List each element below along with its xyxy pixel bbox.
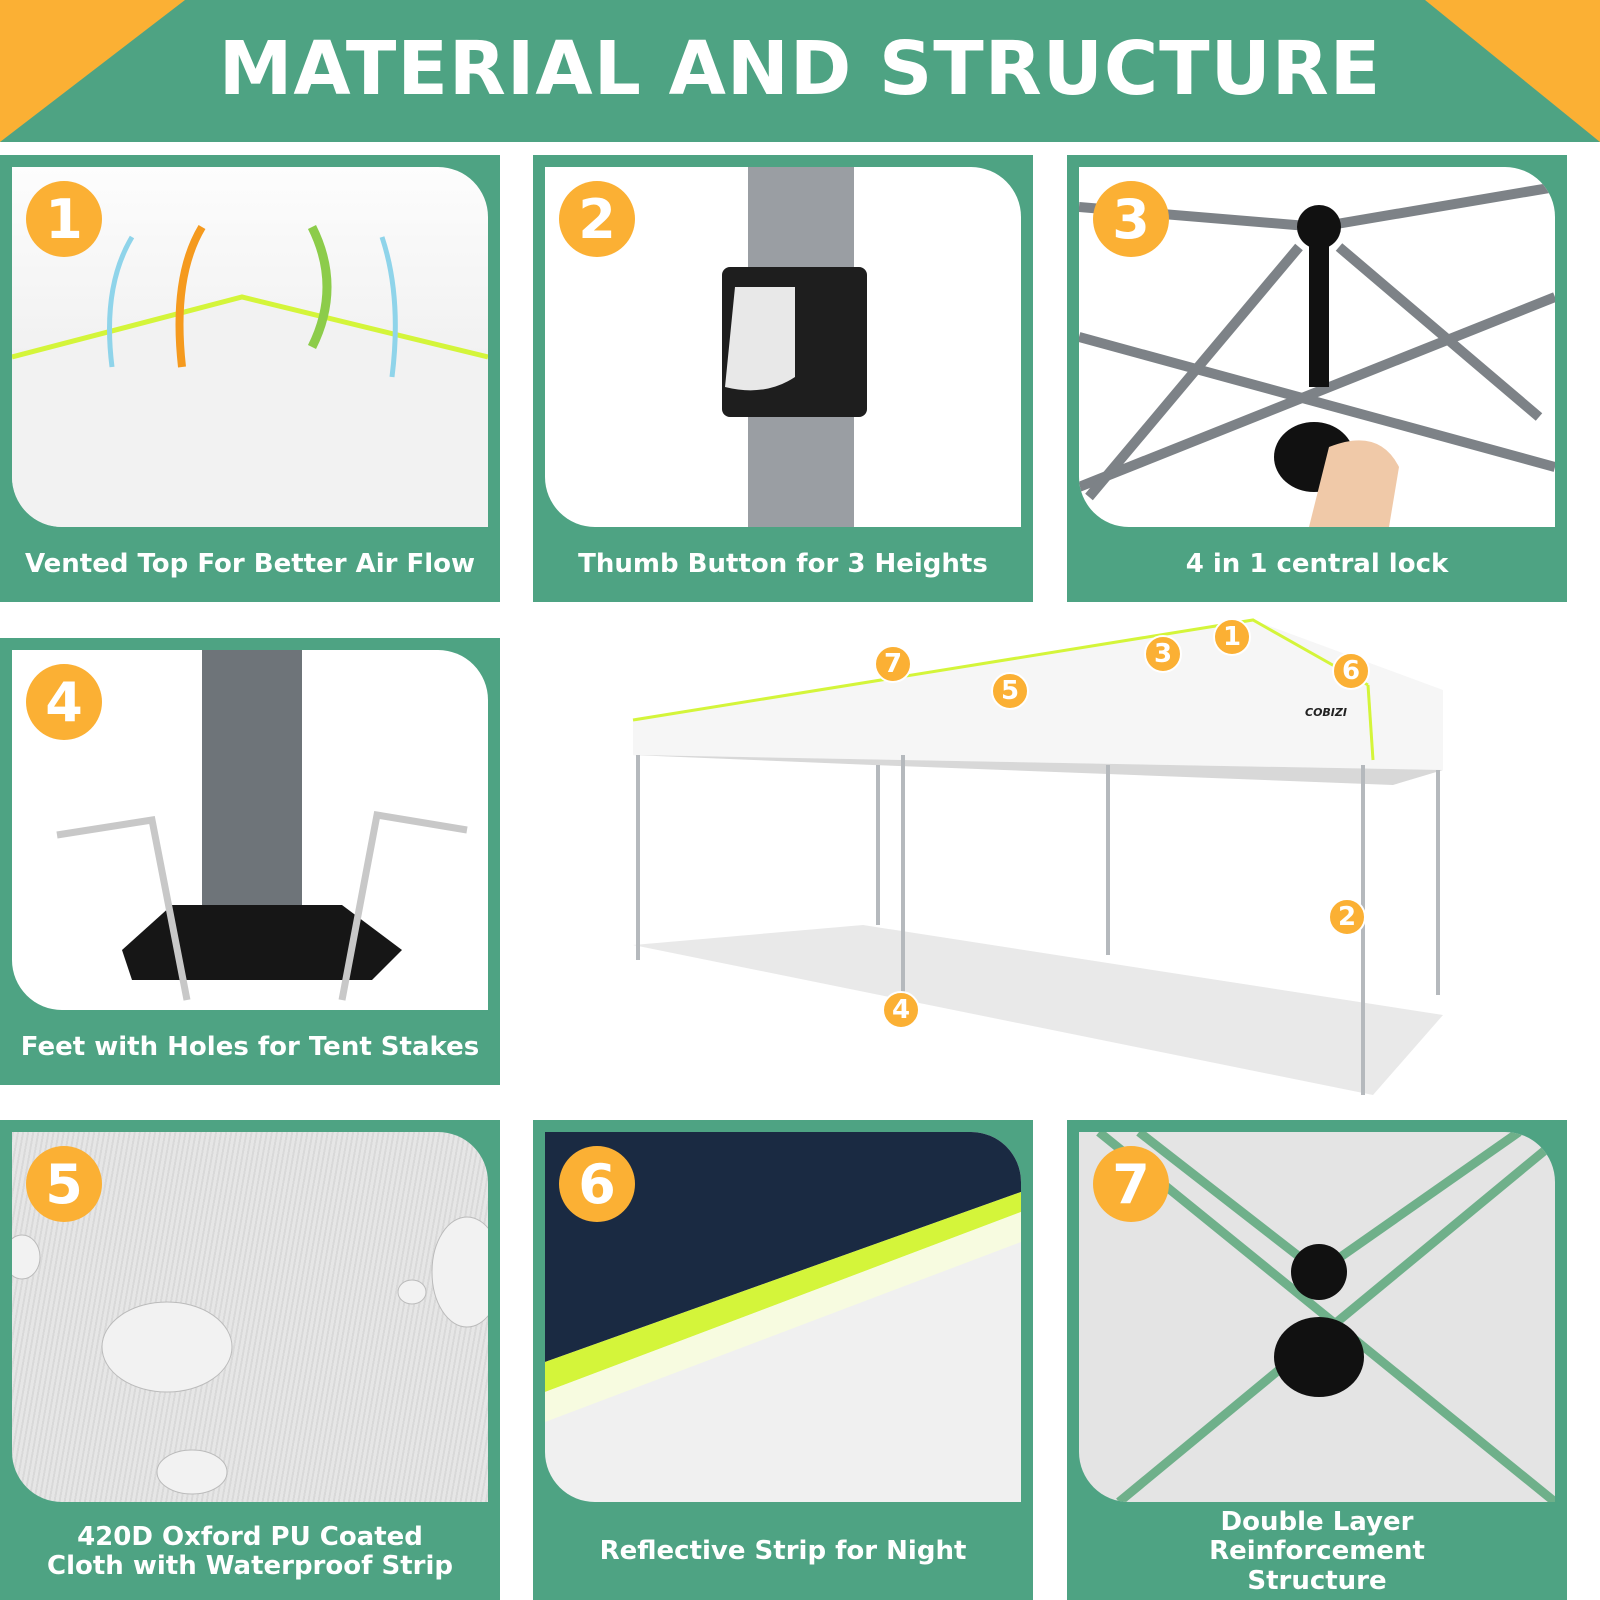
page-title: MATERIAL AND STRUCTURE bbox=[218, 26, 1382, 112]
feature-number-badge: 2 bbox=[559, 181, 635, 257]
corner-accent-left bbox=[0, 0, 185, 142]
feature-panel-central-lock: 3 4 in 1 central lock bbox=[1067, 155, 1567, 602]
feature-caption: 4 in 1 central lock bbox=[1185, 548, 1449, 579]
marker-6: 6 bbox=[1332, 652, 1370, 690]
feature-number-badge: 3 bbox=[1093, 181, 1169, 257]
feature-panel-thumb-button: 2 Thumb Button for 3 Heights bbox=[533, 155, 1033, 602]
feature-caption: Thumb Button for 3 Heights bbox=[578, 548, 988, 579]
reflective-strip-image bbox=[545, 1132, 1021, 1502]
tent-overview: COBIZI 7 5 3 1 6 2 4 bbox=[533, 615, 1567, 1115]
feature-panel-oxford-cloth: 5 420D Oxford PU Coated Cloth with Water… bbox=[0, 1120, 500, 1600]
marker-2: 2 bbox=[1328, 898, 1366, 936]
marker-1: 1 bbox=[1213, 618, 1251, 656]
feature-number-badge: 4 bbox=[26, 664, 102, 740]
marker-5: 5 bbox=[991, 672, 1029, 710]
feature-panel-reinforcement: 7 Double Layer Reinforcement Structure bbox=[1067, 1120, 1567, 1600]
tent-illustration bbox=[632, 618, 1443, 1095]
feature-caption: Vented Top For Better Air Flow bbox=[24, 548, 476, 579]
feature-caption: Reflective Strip for Night bbox=[599, 1536, 967, 1567]
thumb-button-image bbox=[545, 167, 1021, 527]
feature-number-badge: 6 bbox=[559, 1146, 635, 1222]
feature-caption: Double Layer Reinforcement Structure bbox=[1209, 1507, 1425, 1596]
header-banner: MATERIAL AND STRUCTURE bbox=[0, 0, 1600, 142]
marker-4: 4 bbox=[882, 991, 920, 1029]
marker-7: 7 bbox=[874, 645, 912, 683]
feature-panel-vented-top: 1 Vented Top For Better Air Flow bbox=[0, 155, 500, 602]
feature-panel-feet: 4 Feet with Holes for Tent Stakes bbox=[0, 638, 500, 1085]
feature-caption: 420D Oxford PU Coated Cloth with Waterpr… bbox=[47, 1521, 453, 1581]
feature-number-badge: 5 bbox=[26, 1146, 102, 1222]
marker-3: 3 bbox=[1144, 635, 1182, 673]
corner-accent-right bbox=[1425, 0, 1600, 142]
feature-caption: Feet with Holes for Tent Stakes bbox=[20, 1031, 480, 1062]
feature-number-badge: 1 bbox=[26, 181, 102, 257]
feature-number-badge: 7 bbox=[1093, 1146, 1169, 1222]
brand-logo: COBIZI bbox=[1305, 706, 1347, 719]
feature-panel-reflective-strip: 6 Reflective Strip for Night bbox=[533, 1120, 1033, 1600]
